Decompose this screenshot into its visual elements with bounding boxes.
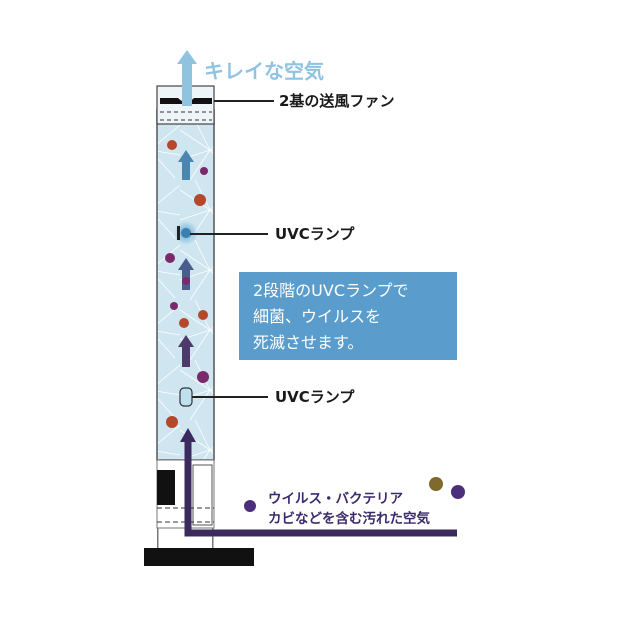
info-line-1: 2段階のUVCランプで — [253, 281, 409, 300]
fans-callout: 2基の送風ファン — [279, 92, 395, 110]
uvc-upper-callout: UVCランプ — [275, 225, 355, 243]
info-line-2: 細菌、ウイルスを — [253, 307, 382, 326]
info-line-3: 死滅させます。 — [253, 333, 364, 352]
clean-air-label: キレイな空気 — [204, 59, 324, 83]
uvc-info-box: 2段階のUVCランプで 細菌、ウイルスを 死滅させます。 — [239, 272, 457, 360]
dirty-air-path — [184, 440, 457, 537]
uvc-lower-leader-line — [192, 396, 268, 398]
dirty-air-label-line-2: カビなどを含む汚れた空気 — [268, 511, 430, 527]
dirty-air-label-line-1: ウイルス・バクテリア — [268, 491, 403, 507]
uvc-lower-callout: UVCランプ — [275, 388, 355, 406]
tower-stand — [144, 548, 254, 566]
uvc-upper-leader-line — [190, 233, 268, 235]
fans-leader-line — [214, 100, 274, 102]
